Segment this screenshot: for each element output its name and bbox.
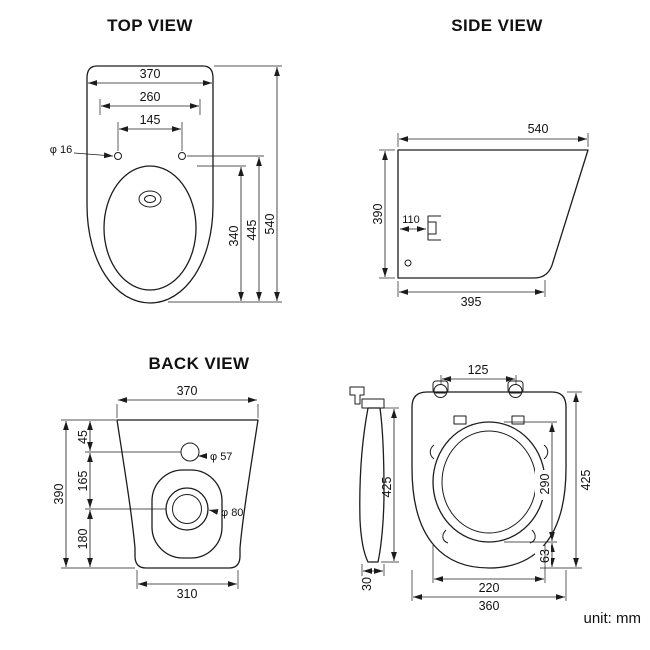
water-inlet-icon [349,386,365,405]
dim-top-width-outer-label: 370 [140,67,161,81]
dim-back-width-top-label: 370 [177,384,198,398]
dim-side-height: 390 [371,149,395,279]
bumper-lower-left [442,529,449,544]
outlet-diameter-label: φ 80 [221,507,243,519]
dim-seat-profile-thickness-label: 30 [360,577,374,591]
side-view: SIDE VIEW 540 390 110 395 [371,16,589,309]
hole-diameter-leader-line [73,152,114,159]
hinge-right [508,384,523,398]
dim-seat-opening-length-label: 290 [538,474,552,495]
back-view-outline [116,419,259,569]
dim-side-height-label: 390 [371,204,385,225]
unit-label: unit: mm [583,610,641,627]
seat-profile-outline [359,407,385,563]
mounting-hole-right [178,152,186,160]
side-view-title: SIDE VIEW [451,16,543,35]
hinge-cap-left [432,380,449,394]
hinge-cap-right [507,380,524,394]
back-view: BACK VIEW 370 45 165 180 39 [52,354,259,601]
outlet-diameter-callout: φ 80 [208,507,243,519]
dim-seat-length-total-label: 425 [579,470,593,491]
seat-ring-inner [441,430,537,534]
inlet-bracket-icon [427,215,441,241]
dim-seat-width-total-label: 360 [479,599,500,613]
hole-diameter-label: φ 16 [50,144,72,156]
hinge-left [433,384,448,398]
seat-profile-hinge [361,398,385,409]
dim-seat-profile-thickness: 30 [360,564,385,591]
dim-top-length-rim-label: 445 [245,220,259,241]
dim-top-width-holes: 145 [117,113,183,151]
dim-seat-length-total: 425 [540,391,593,569]
dim-top-width-mid: 260 [99,90,201,115]
dim-top-length-rim: 445 [187,155,264,301]
dim-seat-profile-length-label: 425 [380,477,394,498]
dim-top-length-total-label: 540 [263,214,277,235]
dim-seat-opening-length: 290 [504,421,557,543]
top-view-title: TOP VIEW [107,16,193,35]
dim-top-width-holes-label: 145 [140,113,161,127]
dim-seat-width-total: 360 [411,570,567,613]
dim-top-length-bowl: 340 [197,165,246,301]
hinge-arm-left [453,415,467,425]
outlet-hole-inner [172,494,202,524]
seat-views: 425 30 125 425 [349,363,593,613]
bumper-upper-left [429,444,435,460]
dim-back-width-bottom: 310 [136,570,239,601]
dim-back-outlet-to-bottom-label: 180 [76,529,90,550]
dim-back-height-label: 390 [52,484,66,505]
dim-top-width-outer: 370 [88,67,212,86]
flush-spud-outer [138,190,162,208]
dim-back-inlet-to-outlet-label: 165 [76,471,90,492]
dim-seat-hinge-spacing-label: 125 [468,363,489,377]
dim-back-top-to-inlet-label: 45 [76,430,90,444]
dim-back-height: 390 [52,421,69,567]
side-view-outline [397,149,589,279]
seat-ring-outer [432,421,546,543]
dim-back-inlet-to-outlet: 165 [76,453,93,508]
hinge-arm-right [511,415,525,425]
dim-top-length-total: 540 [168,65,282,303]
dim-back-width-bottom-label: 310 [177,587,198,601]
dim-side-depth-top-label: 540 [528,122,549,136]
inlet-hole [180,442,200,462]
drain-hole [404,259,412,267]
outlet-recess [151,469,223,559]
inlet-diameter-label: φ 57 [210,451,232,463]
dim-seat-profile-length: 425 [380,407,399,563]
bumper-lower-right [529,529,536,544]
flush-spud-inner [144,195,156,203]
dim-seat-hinge-spacing: 125 [440,363,517,385]
dim-top-width-mid-label: 260 [140,90,161,104]
inlet-diameter-callout: φ 57 [198,451,232,463]
seat-lid-outline [411,391,567,569]
dim-side-depth-bottom: 395 [397,280,546,309]
top-view: TOP VIEW 370 260 145 φ 16 [50,16,282,304]
bumper-upper-right [543,444,549,460]
top-view-inner-rim [103,165,197,291]
dim-side-outlet-offset-label: 110 [402,214,420,226]
dim-seat-opening-width-label: 220 [479,581,500,595]
dim-side-depth-bottom-label: 395 [461,295,482,309]
dim-top-length-bowl-label: 340 [227,226,241,247]
dim-seat-tail-length: 63 [535,543,555,567]
top-view-outline [86,65,214,304]
dim-side-outlet-offset: 110 [400,214,426,232]
mounting-hole-left [114,152,122,160]
dim-back-top-to-inlet: 45 [76,421,93,451]
dim-seat-opening-width: 220 [432,545,546,595]
hole-diameter-callout: φ 16 [50,144,114,159]
dim-back-width-top: 370 [116,384,259,418]
dim-back-outlet-to-bottom: 180 [76,510,93,567]
dim-side-depth-top: 540 [397,122,589,147]
back-view-title: BACK VIEW [149,354,250,373]
